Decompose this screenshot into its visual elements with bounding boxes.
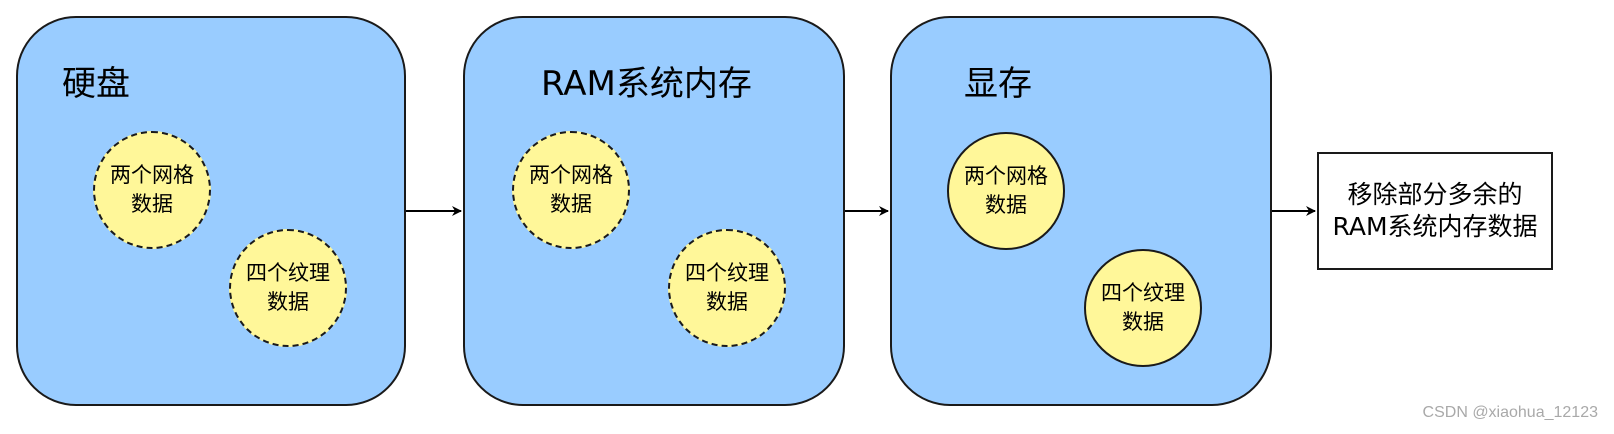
result-line-2: RAM系统内存数据 [1332,212,1538,241]
texture-data-node: 四个纹理数据 [1084,249,1202,367]
result-line-1: 移除部分多余的 [1347,180,1523,209]
result-box: 移除部分多余的 RAM系统内存数据 [1317,152,1553,270]
mesh-data-node: 两个网格数据 [93,131,211,249]
stage-title: 硬盘 [62,64,130,104]
mesh-data-node: 两个网格数据 [947,132,1065,250]
texture-data-node: 四个纹理数据 [229,229,347,347]
mesh-data-node: 两个网格数据 [512,131,630,249]
stage-title: 显存 [964,64,1032,104]
texture-data-node: 四个纹理数据 [668,229,786,347]
watermark: CSDN @xiaohua_12123 [1422,404,1598,421]
stage-hard-disk: 硬盘 [16,16,406,406]
stage-title: RAM系统内存 [541,64,752,104]
